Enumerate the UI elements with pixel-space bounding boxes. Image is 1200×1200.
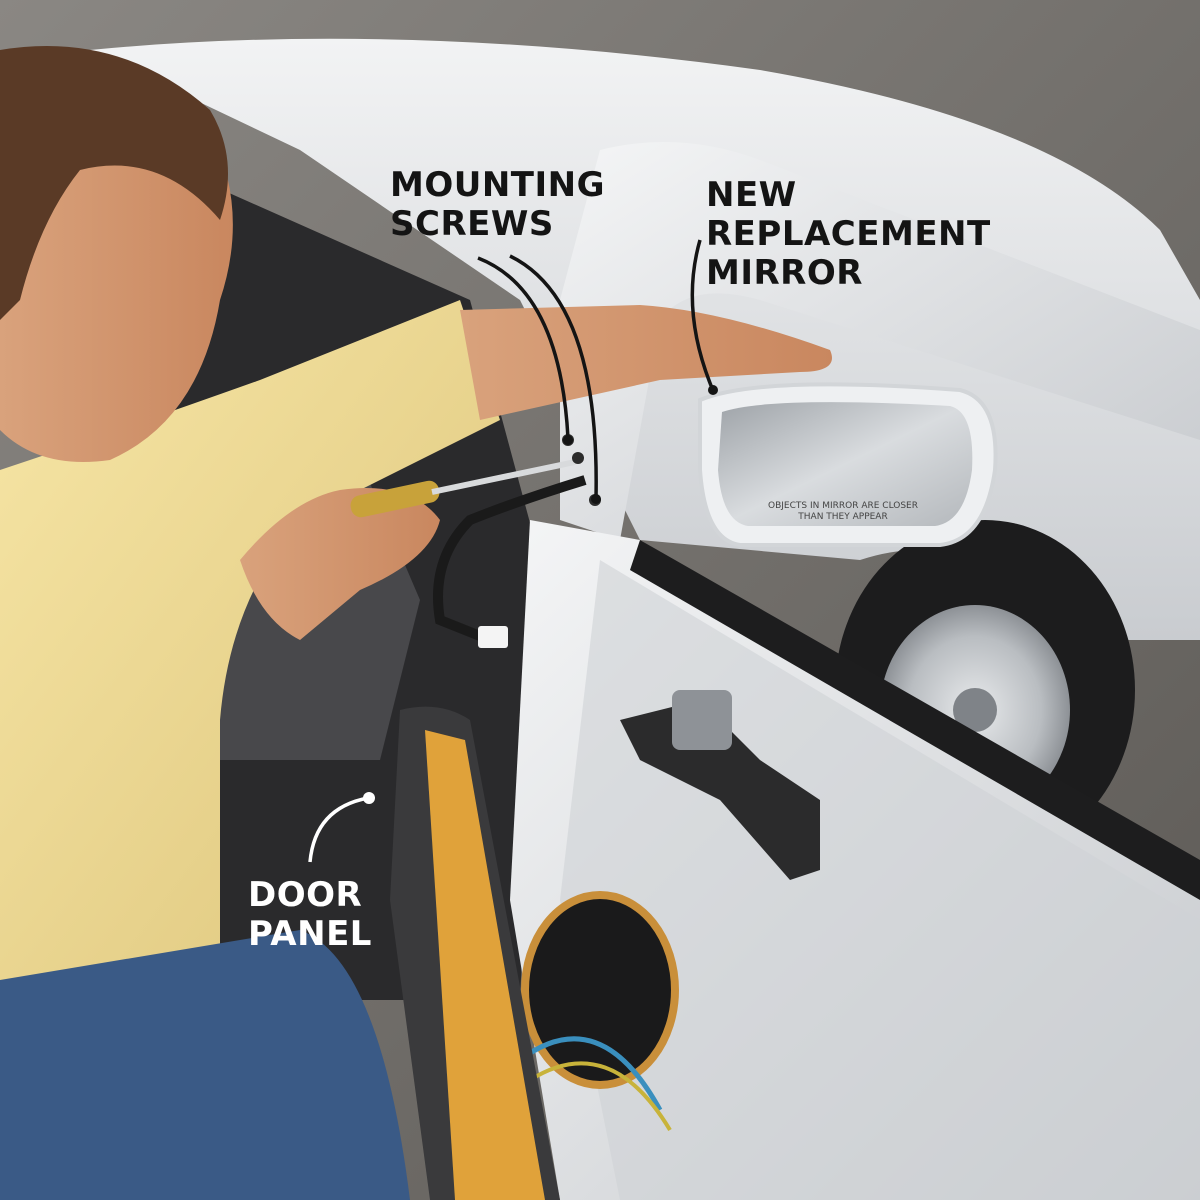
door-panel-leader-dot — [363, 792, 375, 804]
screws-leader-dot-2 — [591, 494, 601, 504]
mirror-leader-line — [690, 239, 714, 389]
door-speaker — [521, 891, 679, 1089]
screws-leader-line-1 — [477, 256, 570, 439]
speaker-wire-blue — [518, 1036, 663, 1112]
screws-leader-dot-1 — [563, 435, 573, 445]
mirror-warning-line2: THAN THEY APPEAR — [797, 512, 887, 522]
man-hair — [0, 46, 228, 320]
screws-leader-line-2 — [509, 254, 598, 499]
mirror-warning-line1: OBJECTS IN MIRROR ARE CLOSER — [768, 501, 918, 511]
left-forearm — [460, 305, 832, 420]
new-replacement-mirror-label: NEW REPLACEMENT MIRROR — [706, 175, 991, 293]
mounting-screws-label: MOUNTING SCREWS — [390, 165, 606, 244]
yellow-shirt — [0, 300, 500, 980]
mirror-leader-dot — [708, 385, 718, 395]
screwdriver-handle — [350, 480, 440, 518]
door-window-frame — [560, 142, 1200, 540]
screwdriver-shaft — [431, 459, 576, 495]
harness-connector — [478, 626, 508, 648]
door-panel-label: DOOR PANEL — [248, 875, 372, 954]
door-seal — [630, 540, 1200, 900]
blue-jeans — [0, 930, 410, 1200]
right-hand — [240, 488, 440, 640]
door-panel-leader-line — [308, 796, 369, 863]
mirror-glass — [718, 402, 973, 526]
wheel-hub — [953, 688, 997, 732]
door-panel-foam — [425, 730, 545, 1200]
speaker-wire-yellow — [528, 1061, 672, 1132]
door-handle-mechanism — [620, 700, 820, 880]
latch-bracket — [672, 690, 732, 750]
mounting-screw-middle — [572, 452, 584, 464]
mirror-wire-harness — [433, 475, 587, 645]
